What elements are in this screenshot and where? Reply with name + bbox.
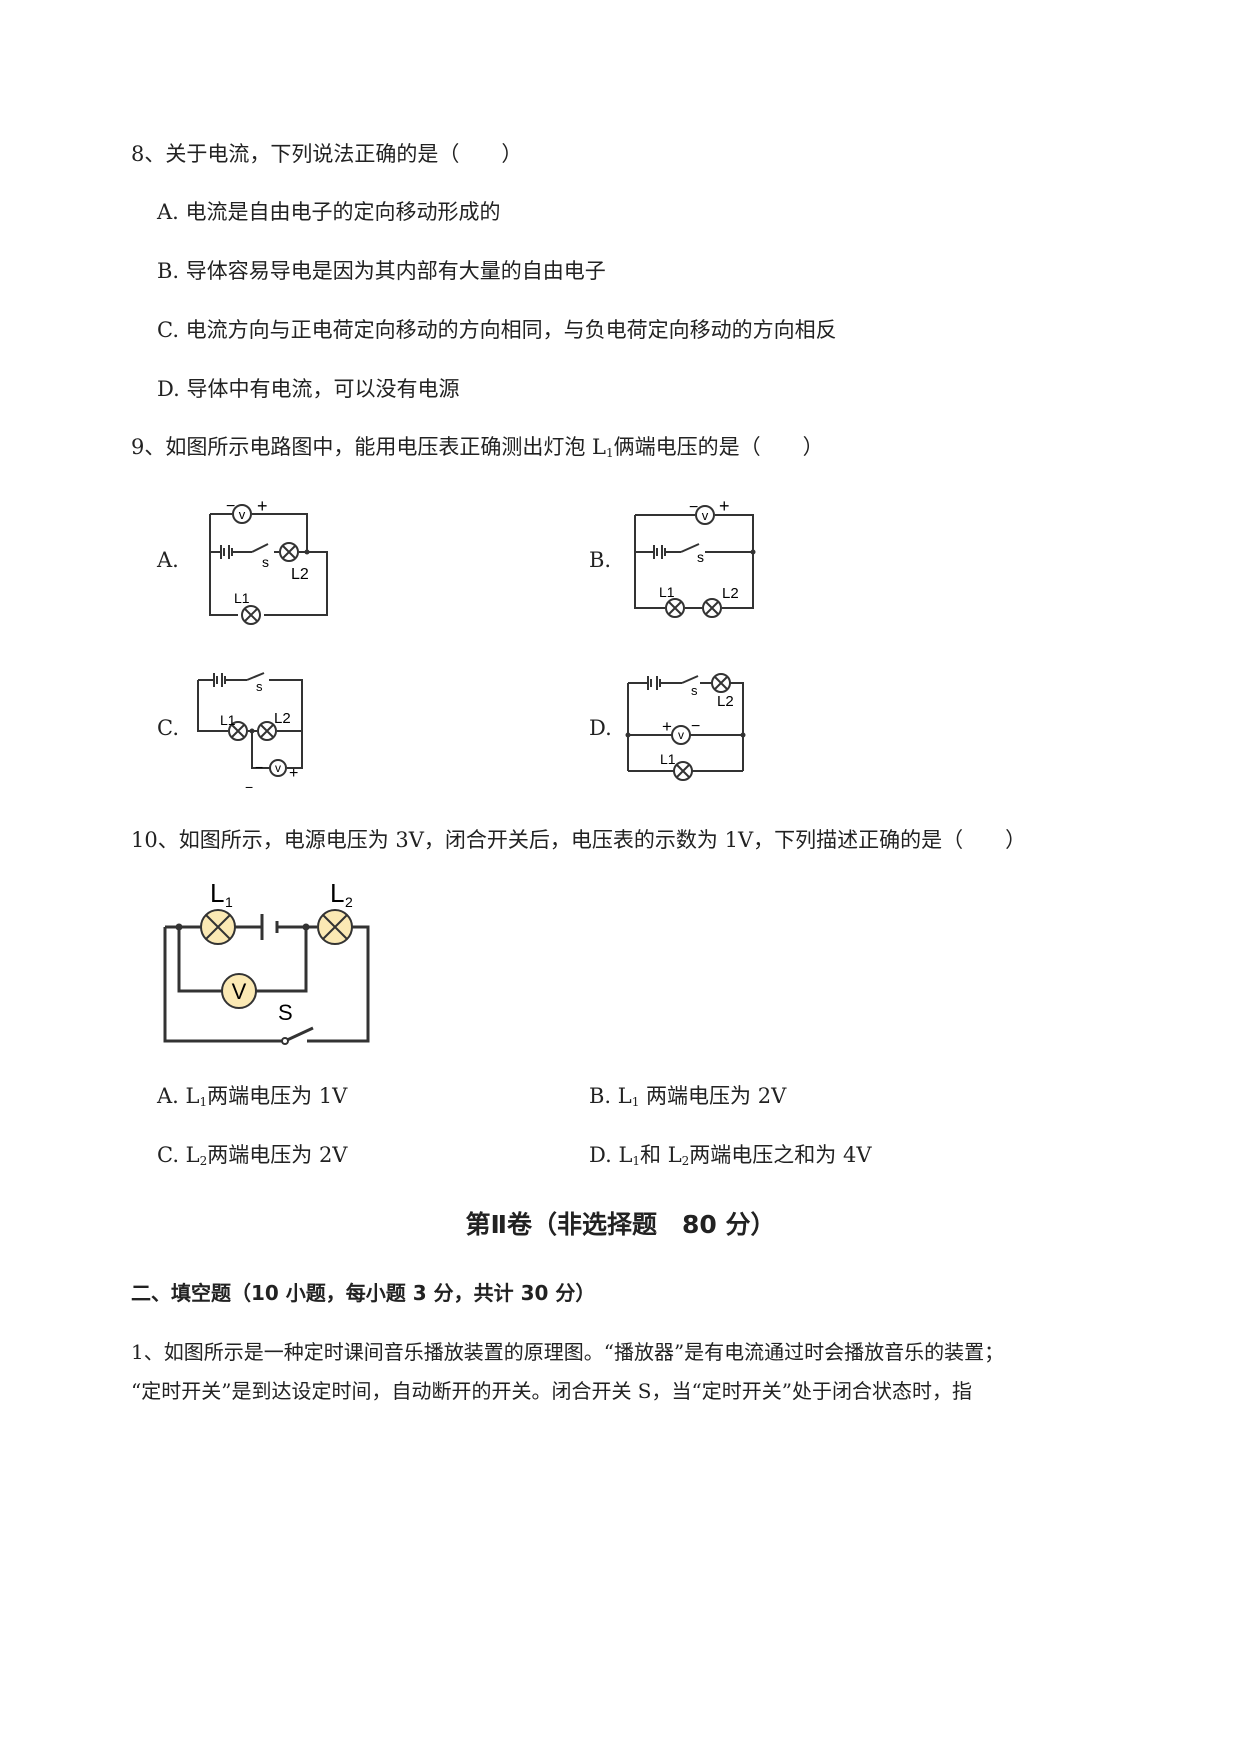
q8-stem: 8、关于电流，下列说法正确的是（ ） <box>131 142 523 166</box>
q10-circuit: L 1 L 2 V S <box>163 878 370 1045</box>
q9-option-a-label: A. <box>157 548 179 572</box>
q10-stem: 10、如图所示，电源电压为 3V，闭合开关后，电压表的示数为 1V，下列描述正确… <box>131 828 1027 852</box>
q8-option-d: D. 导体中有电流，可以没有电源 <box>157 377 460 401</box>
lamp-l1-label: L <box>210 878 224 908</box>
q9-stem: 9、如图所示电路图中，能用电压表正确测出灯泡 L1俩端电压的是（ ） <box>131 435 824 460</box>
part-heading: 二、填空题（10 小题，每小题 3 分，共计 30 分） <box>131 1281 596 1305</box>
switch-label: S <box>278 1000 293 1025</box>
lamp-l2-label: L2 <box>291 566 309 583</box>
q8-option-c: C. 电流方向与正电荷定向移动的方向相同，与负电荷定向移动的方向相反 <box>157 318 837 342</box>
svg-text:1: 1 <box>225 894 233 910</box>
lamp-l2-label: L2 <box>274 710 291 727</box>
q8-option-b: B. 导体容易导电是因为其内部有大量的自由电子 <box>157 259 606 283</box>
switch-label: s <box>691 683 698 698</box>
switch-label: s <box>256 679 263 694</box>
voltmeter-symbol: v <box>702 508 709 523</box>
plus-terminal: + <box>719 496 730 516</box>
q9-circuit-a: v − + s L2 L1 <box>209 496 328 625</box>
minus-terminal: − <box>689 499 698 516</box>
minus-terminal: − <box>226 498 235 515</box>
q8-option-a: A. 电流是自由电子的定向移动形成的 <box>157 200 501 224</box>
section-title: 第Ⅱ卷（非选择题 80 分） <box>465 1210 776 1239</box>
q1-line-2: “定时开关”是到达设定时间，自动断开的开关。闭合开关 S，当“定时开关”处于闭合… <box>131 1379 972 1403</box>
minus-terminal-outer: − <box>245 779 253 795</box>
minus-terminal: − <box>255 759 263 775</box>
switch-label: s <box>262 554 269 570</box>
q10-option-c: C. L2两端电压为 2V <box>157 1143 348 1168</box>
svg-text:2: 2 <box>345 894 353 910</box>
voltmeter-symbol: v <box>239 507 246 522</box>
q1-line-1: 1、如图所示是一种定时课间音乐播放装置的原理图。“播放器”是有电流通过时会播放音… <box>131 1340 1005 1364</box>
lamp-l1-label: L1 <box>234 590 250 606</box>
lamp-l2-label: L2 <box>722 585 739 602</box>
q10-option-b: B. L1 两端电压为 2V <box>589 1084 787 1109</box>
voltmeter-symbol: v <box>275 761 281 775</box>
voltmeter-symbol: V <box>232 979 247 1004</box>
q9-option-b-label: B. <box>589 548 612 572</box>
lamp-l1-label: L1 <box>220 712 236 728</box>
q9-option-c-label: C. <box>157 716 179 740</box>
plus-terminal: + <box>257 496 268 516</box>
switch-label: s <box>697 549 704 565</box>
voltmeter-symbol: v <box>678 728 684 742</box>
lamp-l1-label: L1 <box>659 584 675 600</box>
q9-option-d-label: D. <box>589 716 612 740</box>
minus-terminal: − <box>691 718 700 735</box>
lamp-l2-label: L <box>330 878 344 908</box>
q9-circuit-c: s L1 L2 v − + − <box>197 672 303 795</box>
lamp-l2-label: L2 <box>717 693 734 710</box>
q9-circuit-d: s L2 v + − L1 <box>625 673 746 781</box>
q9-circuit-b: v − + s L1 L2 <box>634 496 756 618</box>
plus-terminal: + <box>662 717 672 736</box>
q10-option-d: D. L1和 L2两端电压之和为 4V <box>589 1143 872 1168</box>
lamp-l1-label: L1 <box>660 751 676 767</box>
plus-terminal: + <box>289 765 298 782</box>
q10-option-a: A. L1两端电压为 1V <box>157 1084 348 1109</box>
